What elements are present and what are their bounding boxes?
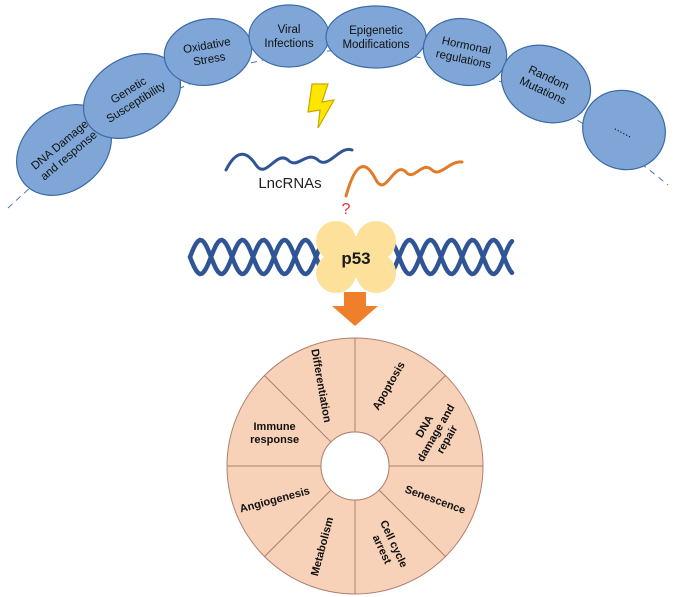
factor-label: Stress xyxy=(192,51,226,69)
outcome-label-line: response xyxy=(250,434,299,446)
p53-label: p53 xyxy=(341,249,370,268)
factor-label: Viral xyxy=(278,24,301,36)
dna-double-helix xyxy=(187,237,515,277)
wheel-hub xyxy=(320,431,390,501)
lightning-bolt-icon xyxy=(307,83,336,129)
factor-label: Modifications xyxy=(342,39,409,51)
lncrna-label: LncRNAs xyxy=(258,175,321,192)
outcome-label-line: Immune xyxy=(254,421,296,433)
lncrna-blue-strand xyxy=(224,147,354,172)
factor-label: Epigenetic xyxy=(349,25,403,37)
p53-protein: p53 xyxy=(316,221,396,293)
lncrna-orange-strand xyxy=(344,160,464,198)
factor-ellipse: ...... xyxy=(582,89,666,171)
factor-label: Infections xyxy=(264,38,313,50)
dna-strand xyxy=(375,237,515,277)
down-arrow-icon xyxy=(332,292,378,326)
question-mark: ? xyxy=(342,201,351,218)
dna-strand xyxy=(187,237,325,277)
dna-strand xyxy=(375,237,515,277)
